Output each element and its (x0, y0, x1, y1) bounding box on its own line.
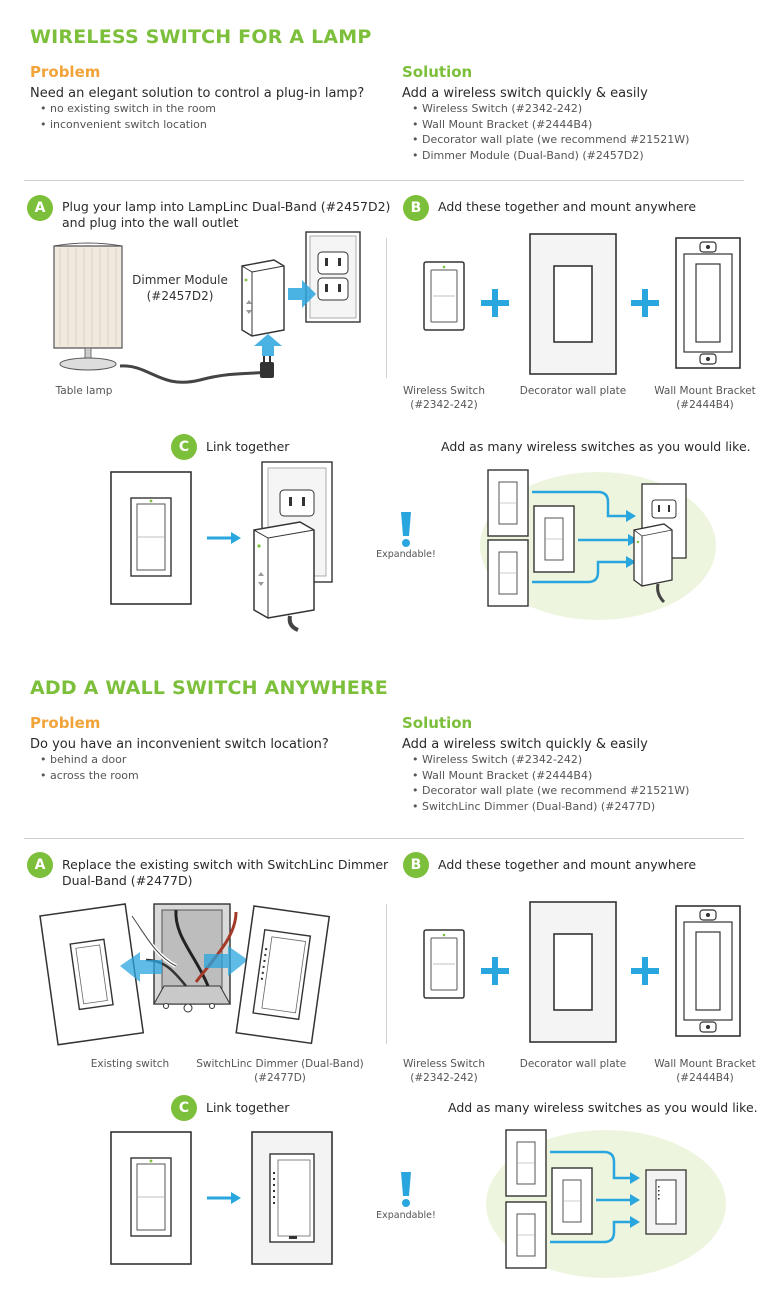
expandable-label: Expandable! (376, 1210, 436, 1221)
wireless-switch-caption: Wireless Switch (#2342-242) (403, 385, 485, 411)
wall-plate-caption: Decorator wall plate (519, 385, 627, 397)
wall-mount-bracket-icon (675, 905, 741, 1037)
multiple-switches-illustration (480, 469, 716, 620)
lamp-cord (119, 356, 274, 384)
multiple-switches-illustration (486, 1129, 726, 1278)
section2-step-c-badge: C (171, 1095, 197, 1121)
section1-problem-bullets: • no existing switch in the room • incon… (40, 102, 217, 131)
section2-step-a-badge: A (27, 852, 53, 878)
section1-divider (24, 180, 744, 181)
section1-problem-heading: Problem (30, 63, 101, 81)
section2-solution-bullets: • Wireless Switch (#2342-242) • Wall Mou… (412, 753, 690, 813)
section2-step-b-badge: B (403, 852, 429, 878)
dimmer-module-plugged-illustration (253, 461, 333, 632)
dimmer-module-label: Dimmer Module (#2457D2) (132, 273, 228, 303)
plus-icon (481, 957, 509, 985)
section1-step-b-text: Add these together and mount anywhere (438, 199, 697, 214)
section2-problem-bullets: • behind a door • across the room (40, 753, 139, 782)
wireless-switch-icon (423, 929, 465, 999)
decorator-wall-plate-icon (529, 233, 617, 375)
section2-step-b-text: Add these together and mount anywhere (438, 857, 697, 872)
section1-expand-text: Add as many wireless switches as you wou… (441, 439, 751, 454)
section2-divider (24, 838, 744, 839)
existing-switch-caption: Existing switch (90, 1058, 170, 1070)
section1-step-a-text: Plug your lamp into LampLinc Dual-Band (… (62, 199, 391, 230)
section1-solution-lead: Add a wireless switch quickly & easily (402, 86, 648, 101)
section2-step-c-text: Link together (206, 1100, 290, 1115)
section2-step-a-text: Replace the existing switch with SwitchL… (62, 857, 389, 888)
switch-plate-illustration (110, 1131, 192, 1265)
plus-icon (631, 957, 659, 985)
wall-bracket-caption: Wall Mount Bracket (#2444B4) (654, 1058, 756, 1084)
wall-plate-caption: Decorator wall plate (519, 1058, 627, 1070)
table-lamp-label: Table lamp (55, 385, 113, 397)
section2-expand-text: Add as many wireless switches as you wou… (448, 1100, 758, 1115)
link-arrow-icon (205, 1190, 243, 1206)
expandable-label: Expandable! (376, 549, 436, 560)
exclamation-icon (401, 512, 411, 547)
section1-step-a-badge: A (27, 195, 53, 221)
replace-switch-illustration (39, 903, 331, 1046)
section2-vertical-divider (386, 904, 387, 1044)
dimmer-module-outlet-illustration (241, 231, 361, 356)
section1-step-c-badge: C (171, 434, 197, 460)
section2-title: ADD A WALL SWITCH ANYWHERE (30, 677, 388, 699)
decorator-wall-plate-icon (529, 901, 617, 1043)
plus-icon (631, 289, 659, 317)
section2-problem-heading: Problem (30, 714, 101, 732)
section1-problem-lead: Need an elegant solution to control a pl… (30, 86, 365, 101)
wireless-switch-icon (423, 261, 465, 331)
switch-plate-illustration (110, 471, 192, 605)
section1-step-b-badge: B (403, 195, 429, 221)
section2-solution-heading: Solution (402, 714, 473, 732)
section1-vertical-divider (386, 238, 387, 378)
section2-problem-lead: Do you have an inconvenient switch locat… (30, 737, 329, 752)
section1-solution-heading: Solution (402, 63, 473, 81)
wireless-switch-caption: Wireless Switch (#2342-242) (403, 1058, 485, 1084)
switchlinc-dimmer-caption: SwitchLinc Dimmer (Dual-Band) (#2477D) (196, 1058, 364, 1084)
section1-step-c-text: Link together (206, 439, 290, 454)
section1-title: WIRELESS SWITCH FOR A LAMP (30, 26, 372, 48)
table-lamp-illustration (53, 242, 123, 371)
wall-bracket-caption: Wall Mount Bracket (#2444B4) (654, 385, 756, 411)
section2-solution-lead: Add a wireless switch quickly & easily (402, 737, 648, 752)
section1-solution-bullets: • Wireless Switch (#2342-242) • Wall Mou… (412, 102, 690, 162)
exclamation-icon (401, 1172, 411, 1207)
wall-mount-bracket-icon (675, 237, 741, 369)
link-arrow-icon (205, 530, 243, 546)
plus-icon (481, 289, 509, 317)
switchlinc-dimmer-plate-illustration (251, 1131, 333, 1265)
